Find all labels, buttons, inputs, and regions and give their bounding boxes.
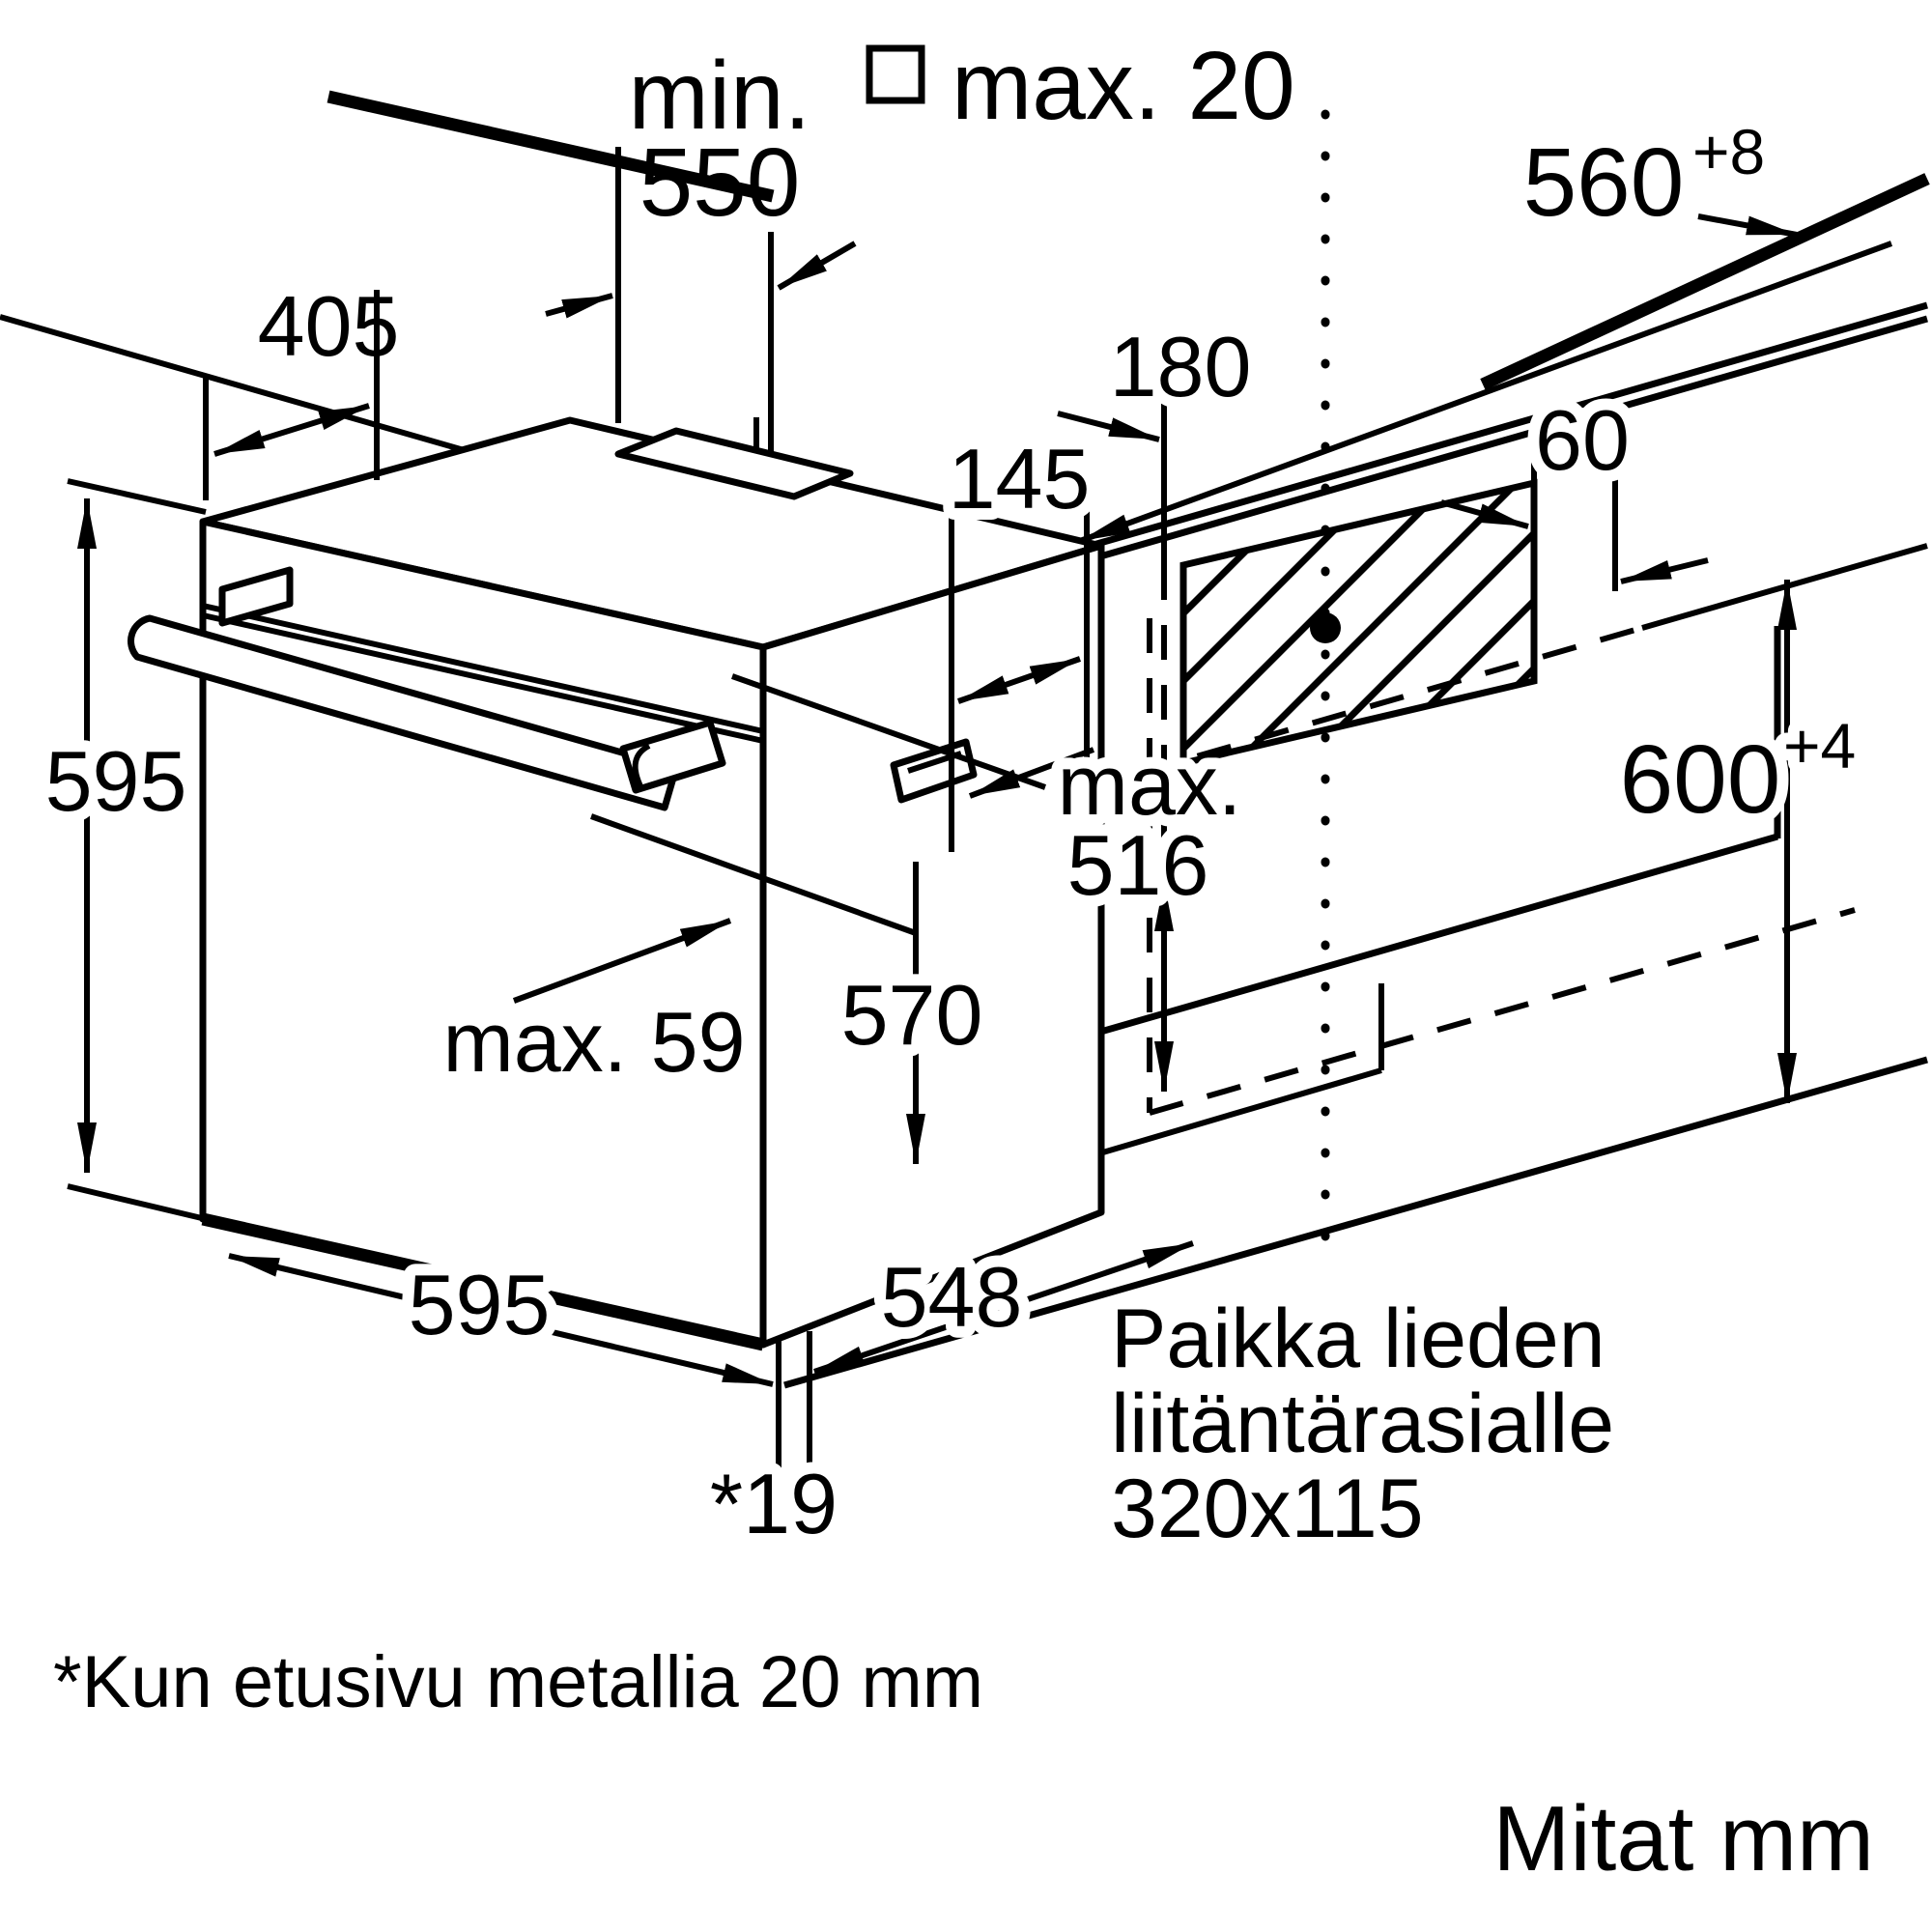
label-front-height: 595 bbox=[45, 733, 187, 829]
labels: min. 550 max. 20 560 +8 405 180 145 60 5… bbox=[34, 32, 1874, 1890]
label-inner-max-prefix: max. bbox=[1058, 737, 1242, 833]
label-front-step: *19 bbox=[710, 1456, 838, 1551]
label-box-offset: 180 bbox=[1110, 319, 1252, 414]
label-front-width: 595 bbox=[409, 1257, 551, 1352]
label-min-prefix: min. bbox=[629, 42, 811, 150]
label-box-top-offset: 60 bbox=[1535, 392, 1630, 488]
dim-595h-ext-bottom bbox=[67, 1183, 207, 1222]
label-min-value: 550 bbox=[639, 128, 801, 237]
oven-side-face bbox=[759, 542, 1105, 1349]
connection-box-outline bbox=[1179, 478, 1538, 768]
frame-square-icon bbox=[866, 44, 925, 104]
label-handle-max: max. 59 bbox=[442, 994, 745, 1090]
dim-560-leader-arrow bbox=[1697, 213, 1798, 238]
dim-min550-arrow-left bbox=[545, 293, 613, 319]
dimensions bbox=[67, 44, 1893, 1480]
handle-mount-right bbox=[619, 719, 726, 794]
dim-59-arrow-lower bbox=[512, 918, 732, 1004]
under-niche-step bbox=[1077, 983, 1384, 1162]
dim-560-line bbox=[1078, 241, 1893, 544]
label-top-depth: 405 bbox=[258, 278, 400, 374]
handle-mount-left bbox=[218, 566, 294, 627]
door-handle bbox=[128, 566, 726, 811]
control-panel-lower-edge-b bbox=[202, 612, 764, 744]
note-connection-box-line3: 320x115 bbox=[1111, 1463, 1424, 1555]
right-wall-top-edge bbox=[1480, 173, 1930, 390]
note-connection-box-line1: Paikka lieden bbox=[1111, 1293, 1605, 1385]
dim-59-ref-lower bbox=[589, 813, 918, 936]
control-panel-lower-edge-a bbox=[202, 603, 764, 734]
dim-min550-arrow-right bbox=[777, 241, 857, 291]
label-niche-width-tol: +8 bbox=[1692, 116, 1765, 187]
left-wall-top-edge bbox=[327, 90, 775, 203]
label-niche-width: 560 bbox=[1523, 128, 1685, 237]
dim-145-arrow bbox=[957, 656, 1081, 704]
niche-back-bottom-hidden bbox=[1149, 907, 1856, 1116]
dim-595h-ext-top bbox=[67, 478, 207, 515]
dim-60-arrow-right bbox=[1620, 557, 1709, 584]
label-body-width: 548 bbox=[881, 1249, 1023, 1345]
dim-405-arrow bbox=[213, 403, 370, 457]
dim-180-arrow bbox=[1057, 411, 1160, 442]
dim-59-arrow-upper bbox=[968, 747, 1095, 799]
units-note: Mitat mm bbox=[1492, 1787, 1874, 1890]
dim-59-ref-upper bbox=[730, 673, 1047, 790]
dim-548-line bbox=[813, 1240, 1194, 1375]
label-inner-max-value: 516 bbox=[1067, 817, 1209, 913]
label-frame-max: max. 20 bbox=[952, 32, 1295, 140]
note-connection-box-line2: liitäntärasialle bbox=[1111, 1378, 1614, 1470]
oven-top-rear-trim bbox=[614, 427, 854, 500]
label-niche-height: 600 bbox=[1620, 725, 1781, 834]
dim-595w-line bbox=[228, 1253, 774, 1387]
niche-top-rail-hidden bbox=[1139, 625, 1643, 776]
handle-mount-curl bbox=[632, 743, 651, 790]
niche-floor-front-edge bbox=[1060, 833, 1778, 1047]
oven bbox=[128, 416, 1105, 1351]
label-recess: 145 bbox=[949, 431, 1091, 526]
dim-60-arrow-left bbox=[1440, 499, 1529, 529]
oven-front-face bbox=[199, 518, 767, 1349]
footnote-metal-front: *Kun etusivu metallia 20 mm bbox=[53, 1641, 983, 1723]
label-niche-height-tol: +4 bbox=[1783, 710, 1856, 781]
label-body-depth: 570 bbox=[841, 967, 983, 1063]
handle-bar bbox=[128, 614, 680, 811]
cable-exit-dot bbox=[1310, 612, 1341, 643]
